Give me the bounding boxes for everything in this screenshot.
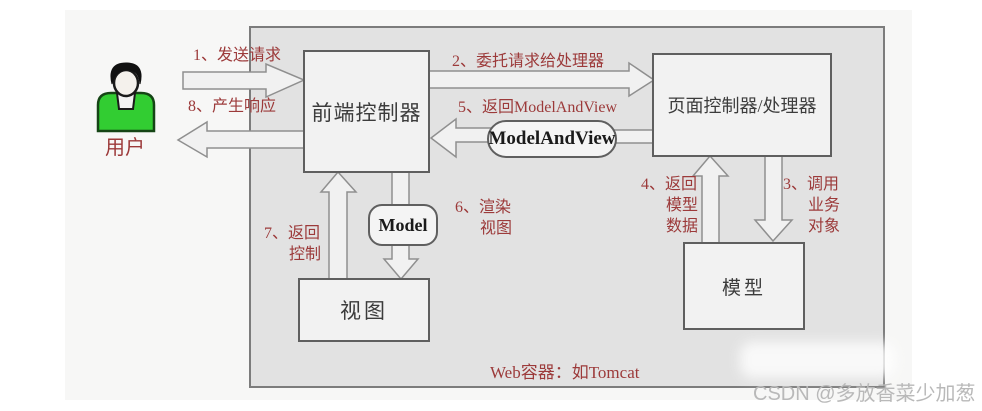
user-icon [90,60,162,139]
node-front-controller: 前端控制器 [303,50,430,173]
step-3-label: 3、调用 业务 对象 [783,176,841,235]
step-5-label: 5、返回ModelAndView [458,99,618,116]
token-model-label: Model [378,214,428,235]
node-page-controller: 页面控制器/处理器 [652,53,832,157]
step-1-label: 1、发送请求 [193,47,282,64]
actor-label: 用户 [105,137,145,159]
token-model-and-view-label: ModelAndView [488,128,616,149]
step-2-label: 2、委托请求给处理器 [452,53,605,70]
node-model-label: 模型 [721,277,766,299]
csdn-watermark: CSDN @多放香菜少加葱 [753,383,976,405]
step-4-label: 4、返回 模型 数据 [641,176,699,235]
node-model: 模型 [683,242,805,330]
step-8-label: 8、产生响应 [188,98,277,115]
node-view: 视图 [298,278,430,342]
step-7-label: 7、返回 控制 [264,225,322,263]
node-page-controller-label: 页面控制器/处理器 [667,96,817,116]
token-model-and-view: ModelAndView [487,120,617,158]
node-view-label: 视图 [340,299,388,323]
token-model: Model [368,204,438,246]
step-6-label: 6、渲染 视图 [455,199,513,237]
white-smudge [740,342,895,378]
web-container-label: Web容器：如Tomcat [490,363,640,382]
node-front-controller-label: 前端控制器 [311,100,422,125]
